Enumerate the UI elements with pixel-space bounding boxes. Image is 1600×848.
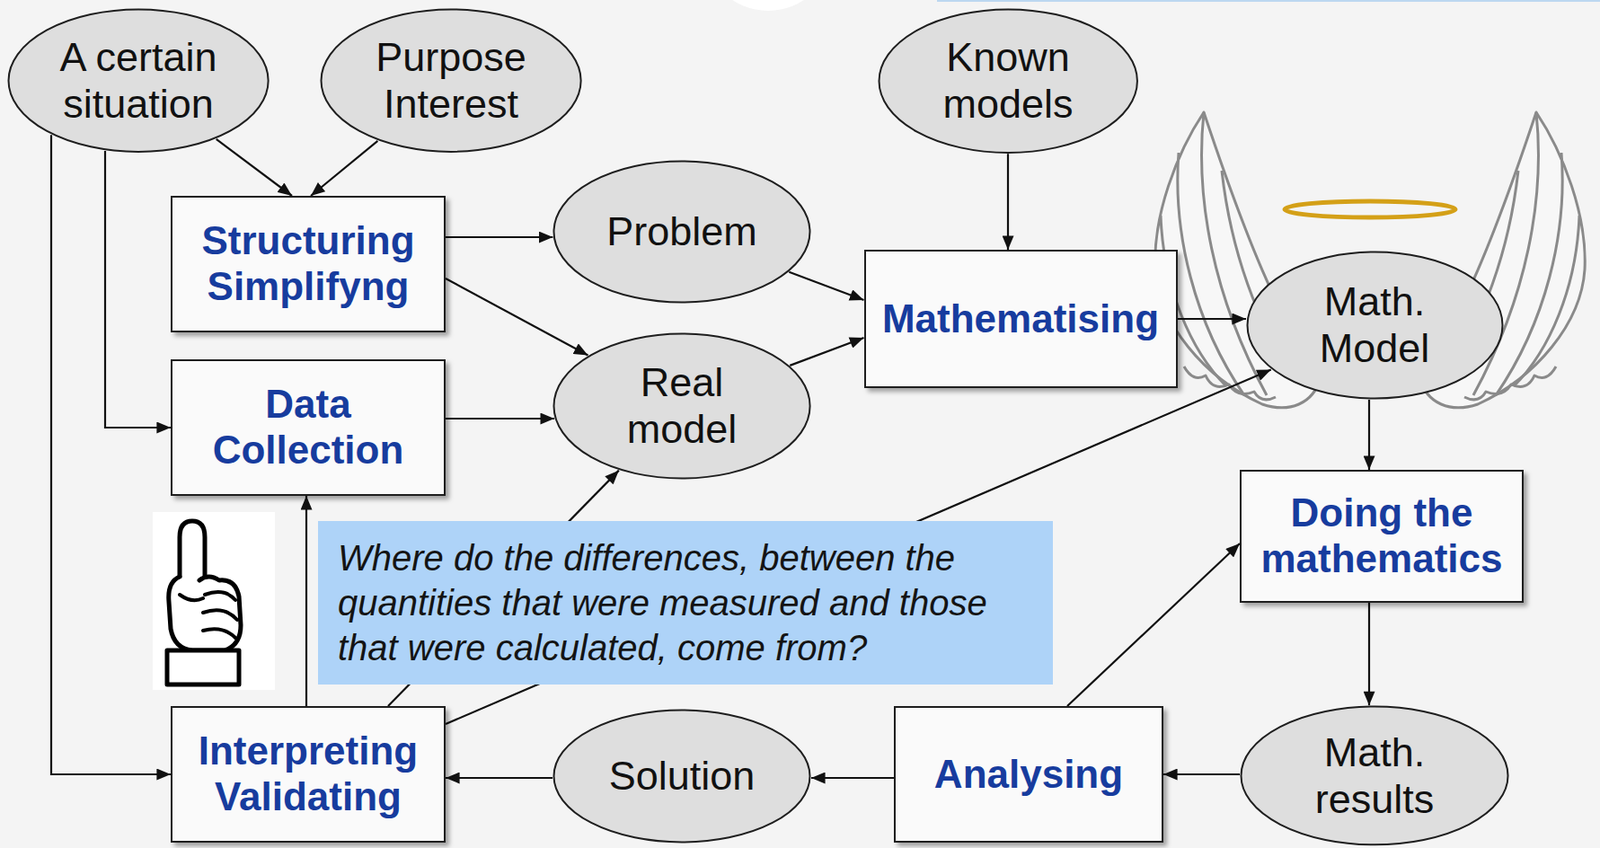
concept-ellipse: Solution bbox=[552, 708, 812, 844]
flow-arrow bbox=[789, 337, 864, 366]
flow-arrow bbox=[1163, 773, 1240, 776]
node-label: Real model bbox=[592, 359, 772, 453]
node-label: Math. Model bbox=[1284, 278, 1465, 372]
concept-ellipse: Purpose Interest bbox=[319, 8, 583, 153]
concept-ellipse: Problem bbox=[552, 159, 812, 304]
flow-arrow bbox=[310, 141, 378, 196]
top-decor-line bbox=[937, 0, 1600, 2]
node-label: Structuring Simplifyng bbox=[186, 218, 430, 310]
node-label: Where do the differences, between the qu… bbox=[337, 535, 1030, 671]
flow-arrow bbox=[445, 278, 588, 356]
flow-arrow bbox=[1177, 318, 1247, 320]
concept-ellipse: A certain situation bbox=[7, 8, 270, 153]
flow-arrow bbox=[1007, 153, 1009, 250]
node-label: A certain situation bbox=[48, 34, 229, 128]
flow-arrow bbox=[1067, 543, 1240, 707]
question-callout: Where do the differences, between the qu… bbox=[318, 521, 1053, 685]
flow-arrow bbox=[105, 150, 171, 428]
node-label: Problem bbox=[606, 208, 758, 256]
node-label: Analysing bbox=[934, 751, 1123, 798]
process-box: Mathematising bbox=[864, 249, 1178, 389]
process-box: Structuring Simplifyng bbox=[170, 195, 446, 333]
ellipse-shape bbox=[553, 333, 810, 478]
flow-arrow bbox=[788, 272, 864, 301]
concept-ellipse: Real model bbox=[552, 332, 812, 480]
node-label: Solution bbox=[609, 752, 756, 800]
flow-arrow bbox=[811, 777, 894, 779]
concept-ellipse: Math. Model bbox=[1246, 250, 1504, 400]
flow-arrow bbox=[1368, 399, 1371, 470]
node-label: Mathematising bbox=[882, 296, 1159, 343]
ellipse-shape bbox=[1240, 707, 1508, 846]
process-box: Analysing bbox=[893, 706, 1164, 843]
flow-arrow bbox=[216, 139, 292, 196]
flow-arrow bbox=[445, 777, 553, 779]
flow-arrow bbox=[305, 495, 308, 707]
flow-arrow bbox=[51, 134, 171, 775]
concept-ellipse: Math. results bbox=[1239, 705, 1510, 847]
node-label: Math. results bbox=[1284, 729, 1465, 823]
process-box: Interpreting Validating bbox=[170, 706, 446, 843]
node-label: Interpreting Validating bbox=[186, 728, 430, 820]
flow-arrow bbox=[1368, 602, 1371, 706]
pointing-hand bbox=[152, 512, 275, 690]
node-label: Purpose Interest bbox=[361, 34, 541, 128]
flow-arrow bbox=[445, 236, 553, 239]
ellipse-shape bbox=[554, 710, 811, 843]
concept-ellipse: Known models bbox=[877, 8, 1139, 154]
ellipse-shape bbox=[8, 9, 268, 152]
ellipse-shape bbox=[878, 8, 1137, 152]
ellipse-shape bbox=[554, 161, 811, 303]
halo bbox=[1284, 201, 1456, 218]
node-label: Doing the mathematics bbox=[1255, 490, 1508, 582]
process-box: Doing the mathematics bbox=[1239, 469, 1524, 603]
flow-arrow bbox=[445, 417, 555, 420]
process-box: Data Collection bbox=[170, 359, 446, 496]
node-label: Known models bbox=[918, 34, 1098, 128]
node-label: Data Collection bbox=[186, 381, 430, 473]
ellipse-shape bbox=[320, 9, 581, 152]
ellipse-shape bbox=[1246, 252, 1503, 399]
top-decor-circle bbox=[703, 0, 833, 11]
